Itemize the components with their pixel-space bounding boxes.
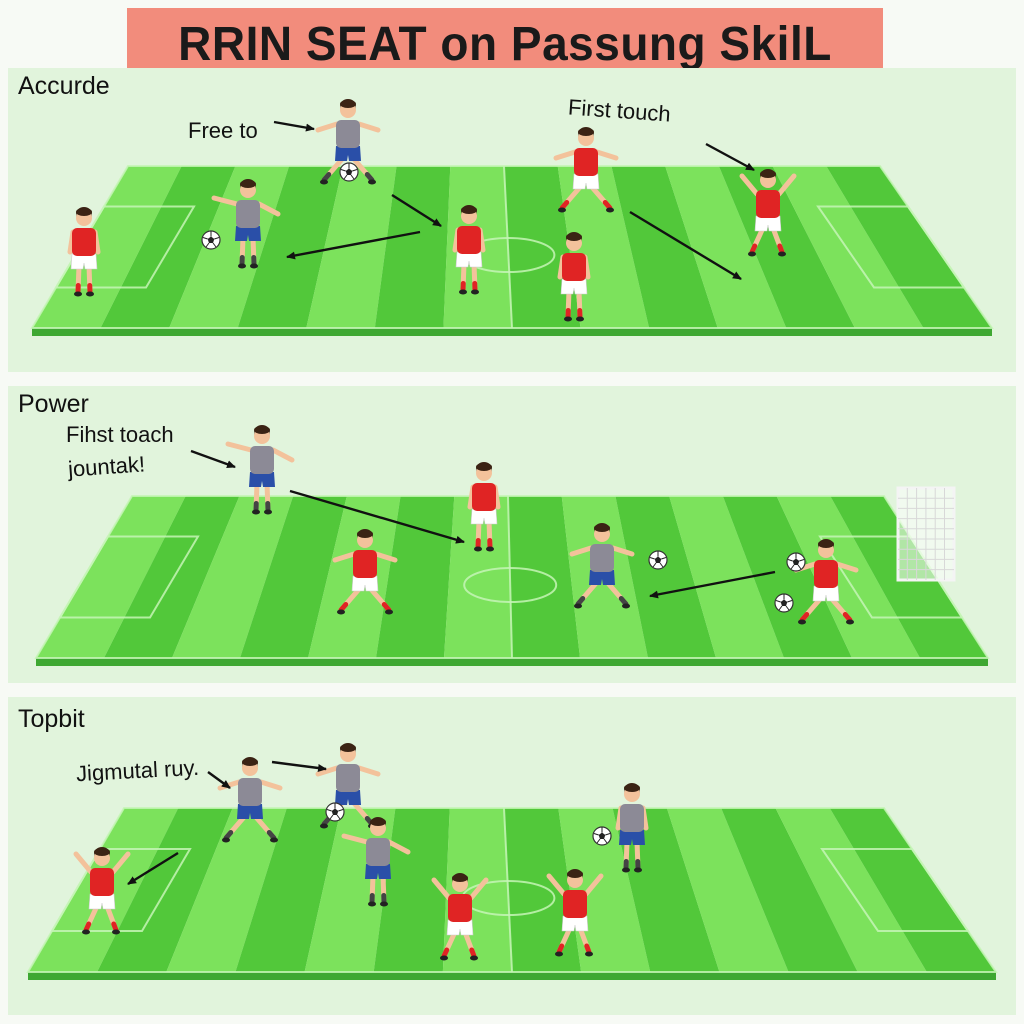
field-stripe [240,496,347,658]
player-red [553,127,619,213]
annotation-note: Free to [188,118,258,143]
soccer-ball [786,552,806,572]
field-stripe [235,808,342,972]
actors-layer [67,99,859,961]
player-red [73,847,131,935]
goal-net [896,486,956,582]
penalty-box-right [818,535,964,619]
field-stripe [718,166,855,328]
player-gray [615,783,649,873]
player-red [739,169,797,257]
field-edge [36,658,988,666]
field-edge [32,328,992,336]
player-gray [341,817,411,907]
pass-arrow [207,771,231,789]
field-stripe [721,808,858,972]
player-gray [211,179,281,269]
pass-arrow [190,449,236,469]
soccer-field [30,165,994,336]
pass-arrow [286,230,421,260]
soccer-ball [201,230,221,250]
halfway-line [503,807,513,973]
field-stripe [666,808,789,972]
soccer-ball [339,162,359,182]
penalty-box-left [50,848,192,932]
player-red [557,232,591,322]
annotation-note: Fihst toach [66,422,174,447]
title-banner: RRIN SEAT on Passung SkilL [127,8,883,78]
annotation-note: jountak! [67,451,146,482]
pass-arrow [273,120,315,132]
penalty-box-right [816,205,966,289]
field-edge [28,972,996,980]
halfway-line [507,495,513,659]
field-stripe [237,166,343,328]
field-stripe [172,496,294,658]
player-gray [315,99,381,185]
fields-layer [26,165,998,980]
soccer-ball [648,550,668,570]
player-red [431,873,489,961]
field-stripe [669,496,784,658]
field-stripe [615,496,716,658]
field-stripe [508,496,580,658]
pass-arrow [649,570,776,599]
player-red [332,529,398,615]
pass-arrow [127,851,179,886]
player-red [452,205,486,295]
soccer-field [34,486,990,666]
field-stripe [722,496,852,658]
center-circle [463,567,558,603]
pass-arrow [629,210,742,281]
penalty-box-right [820,848,970,932]
player-red [67,207,101,297]
penalty-box-left [58,535,200,619]
pass-arrow [391,193,442,228]
page-title: RRIN SEAT on Passung SkilL [178,15,832,71]
pass-arrow [289,489,465,544]
soccer-ball [774,593,794,613]
field-stripe [376,496,455,658]
halfway-line [503,165,513,329]
player-gray [569,523,635,609]
annotation-note: Jigmutal ruy. [75,754,200,787]
panel-label: Accurde [18,72,110,100]
pass-arrow [271,760,327,772]
panel-label: Power [18,390,89,418]
pass-arrow [705,142,755,172]
player-gray [225,425,295,515]
field-stripe [374,166,451,328]
soccer-field [26,807,998,980]
player-red [467,462,501,552]
field-stripe [665,166,787,328]
player-red [546,869,604,957]
field-stripe [373,808,450,972]
panel-label: Topbit [18,705,85,733]
player-red [793,539,859,625]
soccer-ball [325,802,345,822]
soccer-ball [592,826,612,846]
field-stripe [306,166,397,328]
field-stripe [611,166,718,328]
field-stripe [166,808,287,972]
